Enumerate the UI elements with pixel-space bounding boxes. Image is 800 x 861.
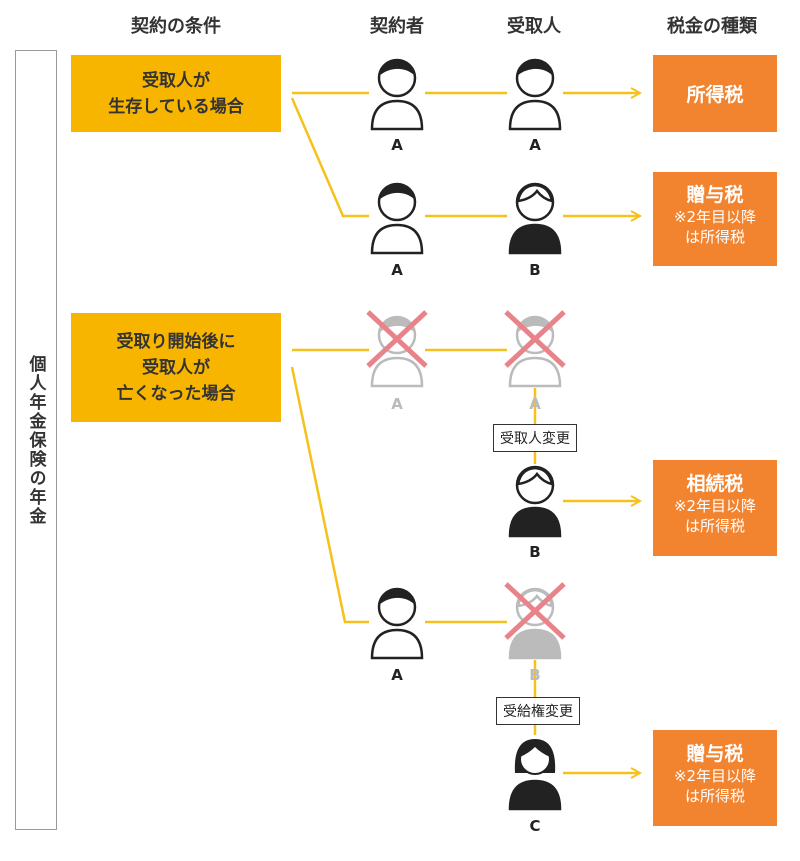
condition-deceased-line2: 受取人が	[142, 357, 210, 378]
row2-line	[290, 97, 640, 216]
r1-recipient-label: A	[529, 136, 541, 154]
person-deceased-icon	[366, 310, 428, 388]
person-male-icon	[369, 181, 425, 255]
tax-gift-note1: ※2年目以降	[673, 208, 757, 226]
r5-recipient-label: B	[529, 666, 541, 684]
condition-alive-line2: 生存している場合	[108, 96, 244, 117]
sidebar-label: 個人年金保険の年金	[25, 354, 46, 526]
person-male-icon	[507, 57, 563, 131]
tax-inheritance-note2: は所得税	[684, 517, 745, 535]
tax-box-income: 所得税	[653, 55, 777, 132]
tax-income-label: 所得税	[686, 84, 744, 106]
benefit-change-label: 受給権変更	[496, 697, 580, 725]
condition-deceased: 受取り開始後に 受取人が 亡くなった場合	[71, 313, 281, 422]
header-tax-type: 税金の種類	[667, 16, 757, 37]
condition-deceased-line1: 受取り開始後に	[116, 331, 236, 352]
person-child-icon	[507, 181, 563, 255]
person-female-icon	[507, 735, 563, 811]
recipient-change-label: 受取人変更	[493, 424, 577, 452]
r5-holder-label: A	[391, 666, 403, 684]
row5-line	[290, 366, 535, 624]
condition-deceased-line3: 亡くなった場合	[116, 383, 236, 404]
r2-recipient-label: B	[529, 261, 541, 279]
tax-gift-label: 贈与税	[686, 184, 744, 206]
person-male-icon	[369, 57, 425, 131]
sidebar-category: 個人年金保険の年金	[15, 50, 57, 830]
r3-recipient-label: A	[529, 395, 541, 413]
header-recipient: 受取人	[507, 16, 561, 37]
header-policyholder: 契約者	[370, 16, 424, 37]
r1-holder-label: A	[391, 136, 403, 154]
condition-alive-line1: 受取人が	[142, 70, 210, 91]
tax-gift2-note2: は所得税	[684, 787, 745, 805]
r6-recipient-label: C	[529, 817, 541, 835]
tax-gift-note2: は所得税	[684, 228, 745, 246]
condition-alive: 受取人が 生存している場合	[71, 55, 281, 132]
tax-inheritance-note1: ※2年目以降	[673, 497, 757, 515]
tax-box-gift: 贈与税 ※2年目以降 は所得税	[653, 172, 777, 266]
r2-holder-label: A	[391, 261, 403, 279]
person-male-icon	[369, 586, 425, 660]
tax-gift2-note1: ※2年目以降	[673, 767, 757, 785]
person-deceased-icon	[504, 310, 566, 388]
tax-box-gift-2: 贈与税 ※2年目以降 は所得税	[653, 730, 777, 826]
tax-gift2-label: 贈与税	[686, 743, 744, 765]
tax-inheritance-label: 相続税	[686, 473, 744, 495]
r3-holder-label: A	[391, 395, 403, 413]
header-conditions: 契約の条件	[131, 16, 221, 37]
r4-recipient-label: B	[529, 543, 541, 561]
tax-box-inheritance: 相続税 ※2年目以降 は所得税	[653, 460, 777, 556]
person-child-icon	[507, 464, 563, 538]
person-deceased-icon	[504, 582, 566, 660]
